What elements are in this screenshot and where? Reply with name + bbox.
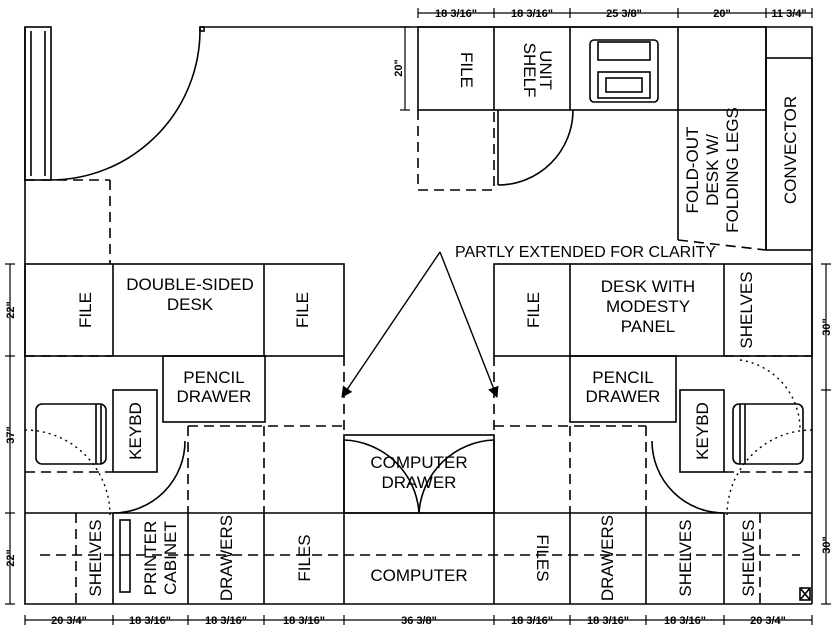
dim-bottom-6: 18 3/16" [511,615,553,627]
cabinet-door-swings [112,440,725,514]
shelf-unit-label-1: SHELF [520,43,539,98]
keybd-left-label: KEYBD [126,402,145,460]
convector [765,57,813,251]
foldout-label-1: FOLD-OUT [683,127,702,214]
dim-bottom-2: 18 3/16" [129,615,171,627]
dotted-swings [24,359,813,516]
annotation-arrows [341,251,499,399]
computer-drawer-label-1: COMPUTER [370,453,467,472]
dim-bottom-7: 18 3/16" [587,615,629,627]
file-drawer-extension [417,110,495,191]
file-right-label: FILE [524,292,543,328]
chair-left [35,403,107,465]
dimension-lines [5,8,831,625]
shelf-unit-label-2: UNIT [536,50,555,90]
dim-bottom-5: 36 3/8" [401,615,437,627]
pencil-drawer-left-label-1: PENCIL [183,368,244,387]
modesty-desk-label-3: PANEL [621,317,676,336]
foldout-label-2: DESK W/ [703,134,722,206]
double-desk-label-1: DOUBLE-SIDED [126,275,254,294]
modesty-desk-label-2: MODESTY [606,297,690,316]
files-label-1: FILES [295,534,314,581]
dim-top-3: 25 3/8" [606,8,642,20]
file-top-label: FILE [457,52,476,88]
dim-right-1: 30" [821,318,833,335]
dim-bottom-9: 20 3/4" [750,615,786,627]
bottom-cabinet-row [25,512,812,604]
file-left-label-2: FILE [293,292,312,328]
drawers-label-1: DRAWERS [217,515,236,601]
foldout-label-3: FOLDING LEGS [723,107,742,233]
convector-label: CONVECTOR [781,96,800,204]
dim-bottom-3: 18 3/16" [205,615,247,627]
dim-right-2: 30" [821,536,833,553]
printer-cabinet-label-2: CABINET [161,521,180,595]
dim-bottom-8: 18 3/16" [664,615,706,627]
pencil-drawer-right-label-2: DRAWER [586,387,661,406]
dim-left-3: 22" [5,549,17,566]
drawers-label-2: DRAWERS [598,515,617,601]
printer-cabinet-label-1: PRINTER [141,521,160,596]
foldout-desk-extent [677,239,767,251]
dim-top-2: 18 3/16" [511,8,553,20]
computer-drawer-label-2: DRAWER [382,473,457,492]
dim-top-5: 11 3/4" [771,8,806,20]
double-desk-label-2: DESK [167,295,214,314]
shelves-bottom-label-1: SHELVES [86,519,105,596]
dim-left-1: 22" [5,301,17,318]
dim-left-2: 37" [5,426,17,443]
dim-top-1: 18 3/16" [435,8,477,20]
dim-top-4: 20" [713,8,730,20]
chair-right [732,403,804,465]
shelves-bottom-label-3: SHELVES [739,519,758,596]
dim-bottom-4: 18 3/16" [283,615,325,627]
dim-top-left: 20" [393,59,405,76]
keybd-right-label: KEYBD [693,402,712,460]
modesty-desk-label-1: DESK WITH [601,277,695,296]
annotation-label: PARTLY EXTENDED FOR CLARITY [455,244,716,261]
pencil-drawer-left-label-2: DRAWER [177,387,252,406]
shelves-right-top-label: SHELVES [737,271,756,348]
keyboard-tray-right [679,389,725,473]
entry-door [50,26,205,181]
files-label-2: FILES [533,534,552,581]
printer-icon [589,39,659,103]
file-left-label-1: FILE [76,292,95,328]
computer-label: COMPUTER [370,566,467,585]
dim-bottom-1: 20 3/4" [51,615,87,627]
shelf-unit-door [497,109,574,186]
pencil-drawer-right-label-1: PENCIL [592,368,653,387]
door-clearance [25,179,111,264]
pencil-drawer-left [162,355,266,423]
keyboard-tray-left [112,389,158,473]
shelves-bottom-label-2: SHELVES [676,519,695,596]
pencil-drawer-right [569,355,677,423]
